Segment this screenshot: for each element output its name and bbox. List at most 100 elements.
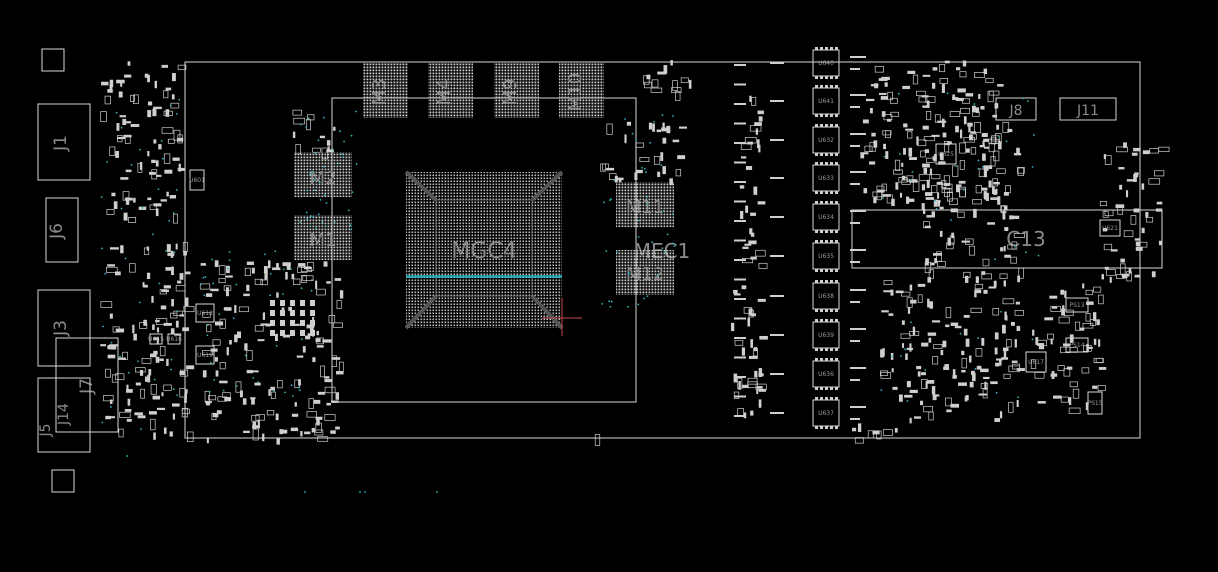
- part-u625[interactable]: U625: [935, 143, 957, 165]
- memory-chip-M11[interactable]: M11: [616, 182, 674, 227]
- passive: [985, 192, 989, 202]
- passive: [327, 146, 330, 151]
- passive: [1002, 347, 1009, 352]
- passive: [1003, 373, 1011, 379]
- connector-J7[interactable]: J7: [55, 337, 119, 433]
- passive: [163, 90, 169, 99]
- passive: [169, 431, 173, 437]
- part-u619[interactable]: U619: [195, 345, 215, 365]
- passive: [988, 90, 1000, 96]
- passive: [184, 297, 189, 306]
- passive: [755, 249, 766, 257]
- vrm-ic-u632[interactable]: U632: [770, 124, 866, 156]
- passive: [152, 108, 157, 117]
- vrm-ic-u638[interactable]: U638: [770, 280, 866, 312]
- passive-components: [100, 60, 1170, 446]
- memory-chip-M1[interactable]: M1: [294, 215, 352, 260]
- memory-chip-M4[interactable]: M4: [428, 62, 473, 118]
- passive: [932, 320, 941, 323]
- passive: [749, 228, 753, 235]
- vrm-ic-u633[interactable]: U633: [770, 162, 866, 194]
- passive: [939, 206, 944, 210]
- memory-chip-M10[interactable]: M10: [559, 62, 604, 118]
- passive: [909, 157, 917, 161]
- memory-chip-M9[interactable]: M9: [494, 62, 539, 118]
- passive: [960, 107, 970, 114]
- passive: [1093, 286, 1102, 293]
- passive: [282, 262, 291, 267]
- passive: [917, 283, 926, 287]
- passive: [965, 93, 974, 97]
- memory-chip-M3[interactable]: M3: [363, 62, 408, 118]
- connector-J6[interactable]: J6: [45, 197, 79, 263]
- memory-chip-M12[interactable]: M12: [616, 250, 674, 295]
- via: [235, 283, 238, 286]
- part-ps13[interactable]: PS13: [1065, 297, 1089, 313]
- via: [646, 196, 649, 198]
- vrm-ic-u639[interactable]: U639: [770, 319, 866, 351]
- vrm-ic-u641[interactable]: U641: [770, 85, 866, 117]
- part-u621[interactable]: U621: [1099, 219, 1121, 237]
- via: [661, 114, 664, 116]
- via: [628, 272, 630, 275]
- via: [115, 111, 118, 114]
- gpu-highlight-net: [406, 275, 562, 278]
- part-u601[interactable]: U601: [189, 169, 205, 191]
- passive: [634, 172, 638, 181]
- passive: [282, 334, 290, 338]
- vias: [100, 92, 1040, 493]
- vrm-ic-u637[interactable]: U637: [770, 397, 866, 429]
- passive: [999, 359, 1002, 366]
- passive: [1104, 209, 1114, 217]
- passive: [917, 294, 923, 303]
- via: [601, 302, 604, 305]
- part-ps15[interactable]: PS15: [1087, 391, 1103, 415]
- passive: [920, 150, 926, 158]
- vrm-ic-u634[interactable]: U634: [770, 201, 866, 233]
- passive: [924, 225, 931, 229]
- passive: [909, 179, 918, 183]
- part-u618[interactable]: U618: [195, 303, 215, 323]
- passive: [748, 240, 757, 245]
- part-u616[interactable]: U616: [166, 333, 182, 345]
- vrm-ic-u640[interactable]: U640: [770, 47, 866, 79]
- passive: [942, 340, 947, 348]
- passive: [750, 212, 756, 216]
- connector-J1[interactable]: J1: [37, 103, 91, 181]
- passive: [225, 287, 229, 297]
- connector-J11[interactable]: J11: [1059, 97, 1117, 121]
- via: [175, 188, 178, 191]
- connector-J8[interactable]: J8: [995, 97, 1037, 121]
- passive: [671, 87, 682, 94]
- passive: [251, 267, 255, 274]
- passive: [975, 107, 980, 113]
- passive: [947, 141, 952, 144]
- passive: [973, 208, 977, 218]
- passive: [898, 177, 908, 183]
- via: [282, 268, 285, 271]
- via: [173, 251, 176, 254]
- memory-chip-M2[interactable]: M2: [294, 152, 352, 197]
- passive: [947, 237, 951, 246]
- passive: [1062, 343, 1070, 347]
- passive: [954, 325, 962, 329]
- passive: [147, 150, 150, 157]
- via: [349, 224, 352, 227]
- vrm-ic-u635[interactable]: U635: [770, 240, 866, 272]
- connector-J3[interactable]: J3: [37, 289, 91, 367]
- passive: [1037, 343, 1045, 346]
- via: [351, 191, 354, 194]
- passive: [959, 142, 966, 154]
- vrm-label: U638: [818, 293, 834, 300]
- via: [102, 325, 104, 328]
- passive: [988, 286, 997, 289]
- passive: [246, 284, 250, 292]
- gpu-package[interactable]: MGC4 MEC1: [404, 170, 690, 330]
- passive: [1014, 339, 1017, 348]
- passive: [306, 411, 317, 418]
- vrm-ic-u636[interactable]: U636: [770, 358, 866, 390]
- passive: [1050, 338, 1053, 345]
- via: [350, 134, 353, 137]
- connector-J5[interactable]: J5 J14: [37, 377, 91, 453]
